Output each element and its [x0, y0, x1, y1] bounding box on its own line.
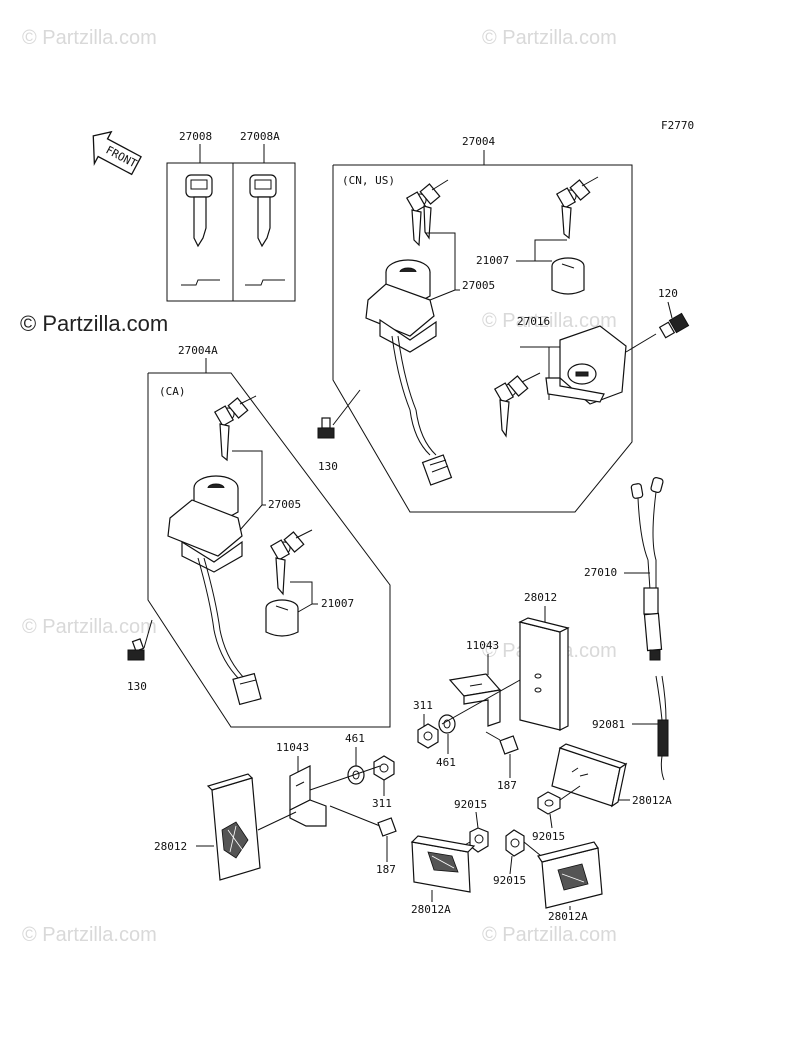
screw-130-ca — [127, 638, 145, 661]
callout-130-ca: 130 — [127, 680, 147, 693]
figure-code: F2770 — [661, 119, 694, 132]
callout-21007-ca: 21007 — [321, 597, 354, 610]
bolt-187-right — [485, 731, 519, 755]
reflector-28012a-right: 28012A — [551, 743, 672, 808]
spring-92081: 92081 — [592, 675, 669, 781]
watermark-mid-left: © Partzilla.com — [22, 616, 157, 638]
watermark-bottom-left: © Partzilla.com — [22, 924, 157, 946]
ignition-set-ca: 27004A (CA) 27005 — [127, 344, 391, 728]
nut-92015-bottom — [505, 829, 525, 857]
key-cylinder-cap-ca — [265, 599, 299, 637]
region-cn-us: (CN, US) — [342, 174, 395, 187]
callout-27005-top: 27005 — [462, 279, 495, 292]
callout-27008: 27008 — [179, 130, 212, 143]
nut-92015-middle — [469, 827, 489, 853]
callout-187-right: 187 — [497, 779, 517, 792]
callout-11043-left: 11043 — [276, 741, 309, 754]
region-ca: (CA) — [159, 385, 186, 398]
callout-461-right: 461 — [436, 756, 456, 769]
nut-92015-right — [537, 785, 581, 815]
callout-21007-top: 21007 — [476, 254, 509, 267]
callout-11043-right: 11043 — [466, 639, 499, 652]
screw-120 — [658, 312, 690, 339]
nut-311-right — [417, 723, 439, 749]
reflector-assembly-right: 28012 11043 311 461 — [413, 591, 570, 792]
callout-27004: 27004 — [462, 135, 495, 148]
key-ring-seat-lock — [493, 372, 541, 438]
watermark-top-left: © Partzilla.com — [22, 27, 157, 49]
reflector-28012-left — [206, 773, 261, 881]
callout-187-left: 187 — [376, 863, 396, 876]
callout-27008a: 27008A — [240, 130, 280, 143]
callout-28012a-bottom-1: 28012A — [411, 903, 451, 916]
watermark-layer: © Partzilla.com © Partzilla.com © Partzi… — [20, 27, 617, 946]
watermark-main: © Partzilla.com — [20, 311, 168, 336]
key-27008 — [181, 174, 220, 286]
bolt-187-left — [329, 805, 397, 837]
ignition-switch-ca — [167, 475, 262, 706]
watermark-bottom-right: © Partzilla.com — [482, 924, 617, 946]
watermark-mid-right: © Partzilla.com — [482, 310, 617, 332]
seat-lock-27016 — [545, 325, 657, 405]
reflector-assembly-left: 11043 461 311 187 — [154, 732, 397, 881]
switch-27010: 27010 — [584, 477, 664, 661]
key-ring-ca-2 — [269, 529, 313, 596]
key-ring-cn-us-2 — [555, 176, 599, 240]
callout-28012-left: 28012 — [154, 840, 187, 853]
key-ring-ca-1 — [213, 395, 257, 462]
nut-311-left — [373, 755, 395, 781]
bracket-11043-right — [448, 673, 502, 727]
callout-27005-ca: 27005 — [268, 498, 301, 511]
washer-461-right — [438, 714, 456, 734]
reflector-28012a-bottom-right — [537, 841, 603, 909]
callout-92015-middle: 92015 — [454, 798, 487, 811]
callout-92015-right: 92015 — [532, 830, 565, 843]
callout-92015-bottom: 92015 — [493, 874, 526, 887]
key-box — [166, 162, 296, 302]
callout-311-right: 311 — [413, 699, 433, 712]
callout-461-left: 461 — [345, 732, 365, 745]
key-27008a — [245, 174, 285, 286]
ignition-switch-cn-us — [365, 259, 453, 486]
callout-130-top: 130 — [318, 460, 338, 473]
reflector-28012a-bottom-left — [410, 835, 476, 893]
callout-28012-right: 28012 — [524, 591, 557, 604]
key-blanks-group: 27008 27008A — [166, 130, 296, 302]
callout-120: 120 — [658, 287, 678, 300]
screw-130-top — [317, 417, 335, 439]
ignition-set-cn-us: 27004 (CN, US) 27005 — [317, 135, 690, 513]
callout-27010: 27010 — [584, 566, 617, 579]
washer-461-left — [347, 765, 365, 785]
watermark-top-right: © Partzilla.com — [482, 27, 617, 49]
reflector-pattern-left — [221, 821, 249, 859]
callout-28012a-right: 28012A — [632, 794, 672, 807]
bracket-11043-left — [289, 765, 327, 827]
callout-92081: 92081 — [592, 718, 625, 731]
front-arrow-icon: FRONT — [92, 130, 142, 176]
reflector-28012-right — [518, 617, 570, 731]
key-cylinder-cap-top — [551, 257, 585, 295]
callout-28012a-bottom-2: 28012A — [548, 910, 588, 923]
key-ring-cn-us-1 — [405, 179, 449, 247]
callout-27004a: 27004A — [178, 344, 218, 357]
callout-311-left-text: 311 — [372, 797, 392, 810]
callout-27016: 27016 — [517, 315, 550, 328]
